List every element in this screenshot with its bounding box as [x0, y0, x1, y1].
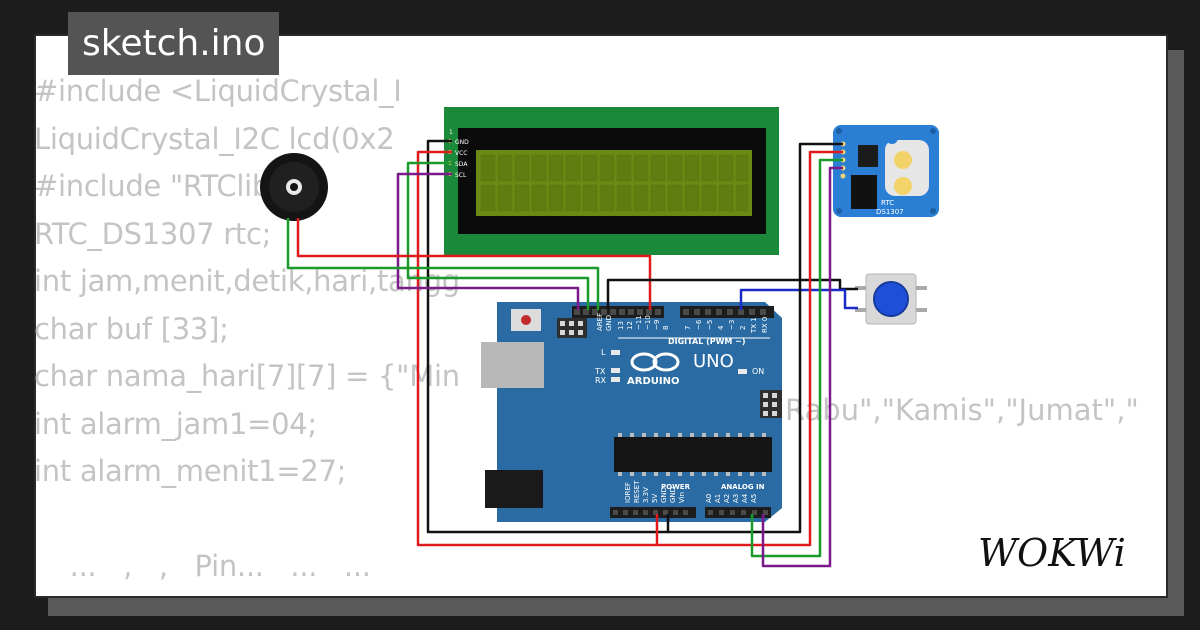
pin-label: 13 [617, 321, 625, 330]
digital-label: DIGITAL (PWM ~) [668, 337, 746, 346]
pin-label: 3.3V [642, 487, 650, 503]
pin-label: RX 0 [761, 317, 769, 333]
pin-label: A4 [741, 493, 749, 503]
pin-label: ~10 [644, 315, 652, 330]
led-label: ON [752, 367, 764, 376]
analog-label: ANALOG IN [721, 483, 765, 491]
pin-label: IOREF [624, 482, 632, 503]
code-line: char nama_hari[7][7] = {"Min [34, 359, 460, 393]
pin-label: GND [669, 487, 677, 503]
arduino-logo: UNO ARDUINO [627, 351, 734, 387]
rtc-module[interactable]: RTC DS1307 [833, 125, 939, 217]
code-line-tail: Rabu","Kamis","Jumat"," [785, 393, 1139, 427]
rtc-model: DS1307 [876, 208, 904, 216]
pin-label: GND [660, 487, 668, 503]
code-line: int alarm_jam1=04; [34, 406, 317, 441]
led-label: L [601, 348, 606, 357]
pin-label: ~5 [706, 320, 714, 330]
pin-label: 12 [626, 321, 634, 330]
code-line: #include <LiquidCrystal_I [34, 74, 402, 108]
arduino-uno-board[interactable]: AREF GND 13 12 ~11 ~10 ~9 8 7 ~6 ~5 4 ~3… [481, 302, 782, 522]
pin-label: A5 [750, 494, 758, 503]
code-line: RTC_DS1307 rtc; [34, 216, 272, 251]
pin-label: 4 [717, 325, 725, 330]
code-line: int alarm_menit1=27; [34, 454, 347, 488]
code-line: int jam,menit,detik,hari,tangg [34, 264, 460, 298]
board-model: UNO [693, 351, 734, 372]
code-line: LiquidCrystal_I2C lcd(0x2 [34, 121, 395, 156]
pin-label: Vin [678, 492, 686, 503]
code-line: char buf [33]; [34, 311, 229, 346]
pin-label: 7 [684, 326, 692, 330]
power-label: POWER [661, 483, 691, 491]
pin-label: RESET [633, 480, 641, 503]
pin-label: ~6 [695, 319, 703, 330]
pin-label: A2 [723, 494, 731, 503]
led-label: TX [594, 367, 606, 376]
pin-label: ~11 [635, 315, 643, 330]
pin-label: ~3 [728, 320, 736, 330]
lcd-pin-label: SDA [455, 161, 468, 168]
lcd-pin-label: VCC [455, 150, 467, 157]
code-line: ... , , Pin... ... ... [34, 549, 371, 583]
lcd-pin-label: SCL [455, 172, 467, 179]
pin-label: GND [605, 315, 613, 331]
pin-label: 8 [662, 326, 670, 330]
buzzer[interactable] [260, 153, 328, 221]
rtc-label: RTC [881, 199, 894, 207]
led-label: RX [595, 376, 607, 385]
file-title[interactable]: sketch.ino [68, 12, 280, 75]
lcd-pin-marker: 1 [449, 129, 453, 136]
code-preview: #include <LiquidCrystal_I LiquidCrystal_… [34, 68, 460, 591]
wires [286, 139, 858, 568]
pin-label: A3 [732, 494, 740, 503]
pin-label: TX 1 [750, 317, 758, 334]
pin-label: 5V [651, 494, 659, 503]
push-button[interactable] [855, 273, 927, 325]
pin-label: A1 [714, 494, 722, 503]
pin-label: A0 [705, 494, 713, 503]
pin-label: ~9 [653, 320, 661, 330]
board-brand: ARDUINO [627, 376, 679, 387]
lcd-pin-label: GND [455, 139, 469, 146]
lcd-display[interactable]: 1 GND VCC SDA SCL [444, 107, 779, 255]
pin-label: 2 [739, 326, 747, 330]
logo-text: WOKWi [978, 531, 1126, 575]
wokwi-logo[interactable]: WOKWi [978, 526, 1150, 576]
pin-label: AREF [596, 313, 604, 331]
